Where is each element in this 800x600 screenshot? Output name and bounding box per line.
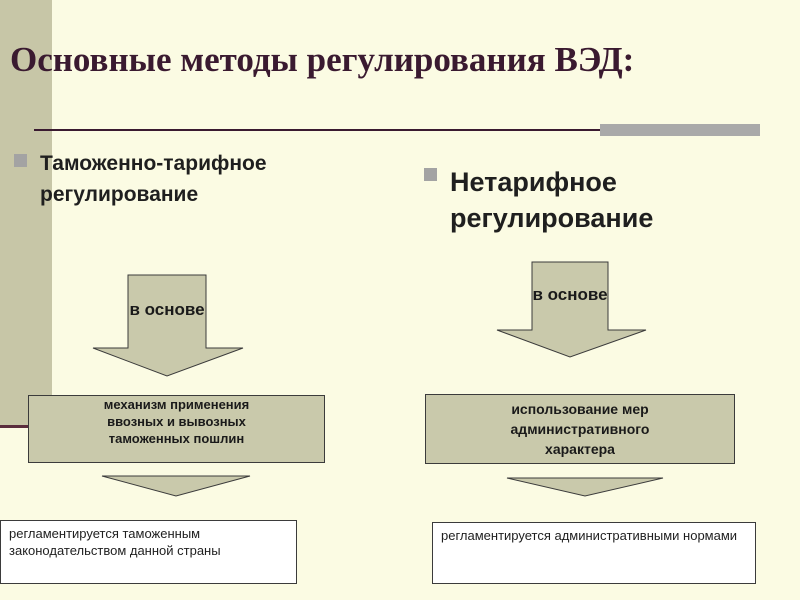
right-method-text: использование мер административного хара…	[510, 401, 650, 457]
right-heading: Нетарифное регулирование	[450, 167, 654, 233]
left-heading: Таможенно-тарифное регулирование	[40, 152, 267, 206]
right-down-arrow-small-icon	[506, 477, 664, 497]
left-method-box: механизм применения ввозных и вывозных т…	[28, 395, 325, 463]
right-note-box: регламентируется административными норма…	[432, 522, 756, 584]
left-down-arrow-small-icon	[101, 475, 251, 497]
left-note-box: регламентируется таможенным законодатель…	[0, 520, 297, 584]
left-note-text: регламентируется таможенным законодатель…	[9, 526, 221, 558]
title-underline	[34, 129, 760, 131]
slide-title: Основные методы регулирования ВЭД:	[10, 40, 635, 79]
bullet-square-icon	[424, 168, 437, 181]
left-down-arrow-icon	[92, 274, 244, 377]
right-arrow-label: в основе	[532, 285, 608, 304]
title-underline-bar	[600, 124, 760, 136]
side-decoration-line	[0, 425, 52, 428]
left-arrow-label: в основе	[129, 300, 205, 319]
right-down-arrow-icon	[496, 261, 647, 358]
right-method-box: использование мер административного хара…	[425, 394, 735, 464]
right-note-text: регламентируется административными норма…	[441, 528, 738, 543]
left-method-text: механизм применения ввозных и вывозных т…	[103, 397, 250, 446]
side-decoration-strip	[0, 0, 52, 425]
bullet-square-icon	[14, 154, 27, 167]
